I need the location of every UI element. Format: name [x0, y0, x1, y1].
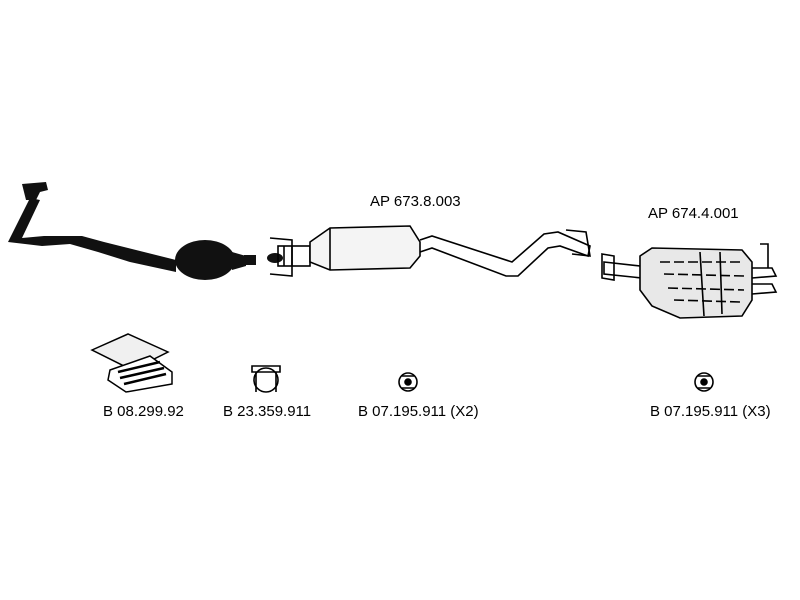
catalytic-converter-body [175, 240, 235, 280]
rear-silencer-inlet-pipe [603, 261, 643, 279]
catalytic-converter-cone [232, 252, 246, 270]
exhaust-clamp [251, 365, 281, 393]
rear-silencer-hanger [760, 243, 769, 268]
accessory-label-clamp: B 23.359.911 [223, 403, 312, 420]
accessory-label-mounting-kit: B 08.299.92 [103, 403, 184, 420]
front-pipe-flange [22, 182, 48, 200]
rubber-hanger-x2 [398, 372, 418, 392]
rubber-hanger-x3 [694, 372, 714, 392]
front-pipe-catalytic-converter [8, 182, 283, 280]
catalytic-converter-outlet-end [267, 253, 283, 263]
rear-silencer-inlet-flange [601, 253, 615, 281]
middle-silencer-tail-pipe [419, 231, 591, 277]
rear-silencer [601, 243, 778, 319]
rear-silencer-tail-pipes [751, 267, 778, 295]
middle-silencer-body [309, 225, 421, 271]
part-label-middle-silencer: AP 673.8.003 [370, 193, 461, 210]
accessory-label-hanger-x3: B 07.195.911 (X3) [650, 403, 771, 420]
catalytic-converter-outlet [244, 255, 256, 265]
front-pipe-tube [8, 198, 176, 272]
middle-silencer-outlet-clamp [565, 229, 591, 257]
middle-silencer [269, 225, 591, 277]
part-label-rear-silencer: AP 674.4.001 [648, 205, 739, 222]
mounting-kit-box [90, 333, 173, 393]
rear-silencer-body [639, 247, 753, 319]
middle-silencer-inlet-pipe [277, 245, 311, 267]
accessory-label-hanger-x2: B 07.195.911 (X2) [358, 403, 479, 420]
